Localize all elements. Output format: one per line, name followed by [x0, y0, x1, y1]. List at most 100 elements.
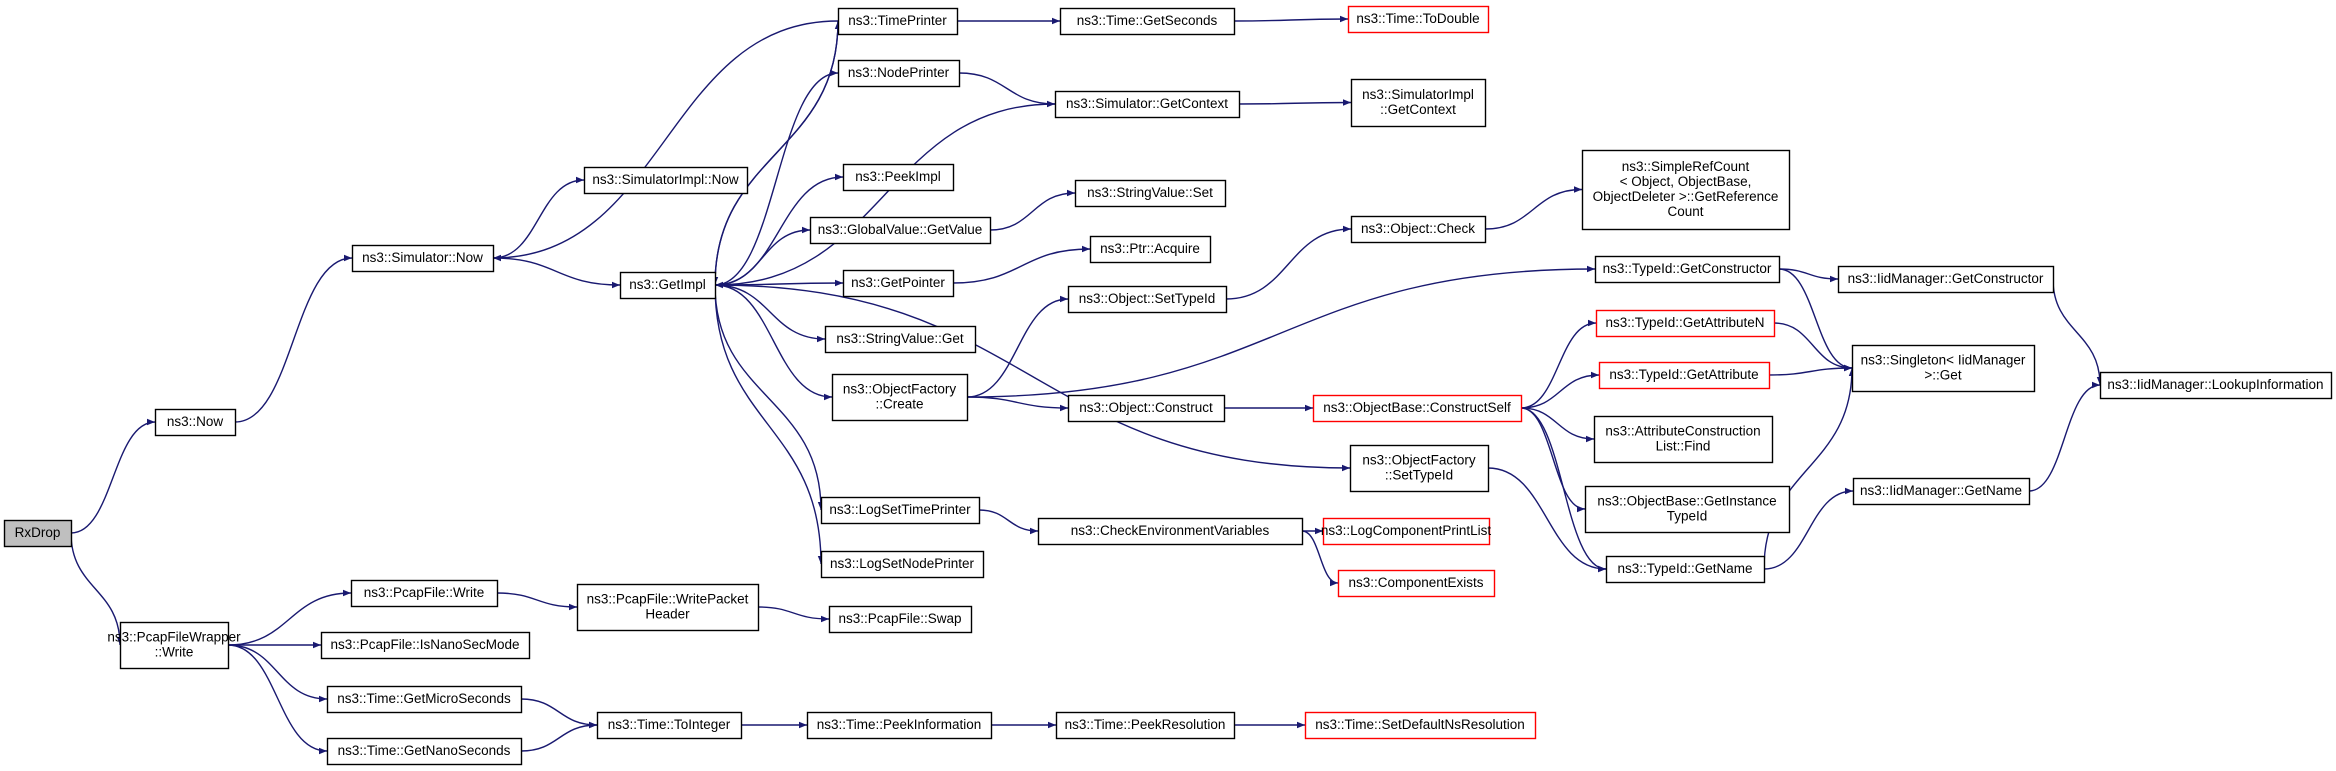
graph-node-simplerefcount[interactable]: ns3::SimpleRefCount< Object, ObjectBase,… — [1581, 149, 1791, 231]
graph-node-ptr-acquire[interactable]: ns3::Ptr::Acquire — [1089, 235, 1212, 264]
call-edge — [1233, 15, 1349, 23]
graph-node-pcap-swap[interactable]: ns3::PcapFile::Swap — [828, 605, 973, 634]
node-label: ObjectDeleter >::GetReference — [1593, 189, 1779, 204]
graph-node-singleton-get[interactable]: ns3::Singleton< IidManager>::Get — [1851, 344, 2036, 393]
graph-node-sim-now[interactable]: ns3::Simulator::Now — [351, 244, 495, 273]
graph-node-getpointer[interactable]: ns3::GetPointer — [842, 269, 955, 298]
node-box — [2099, 371, 2333, 400]
graph-node-simimpl-now[interactable]: ns3::SimulatorImpl::Now — [583, 166, 749, 195]
graph-node-sv-get[interactable]: ns3::StringValue::Get — [824, 325, 977, 354]
node-box — [842, 269, 955, 298]
graph-node-sim-getcontext[interactable]: ns3::Simulator::GetContext — [1054, 90, 1241, 119]
node-box — [806, 711, 993, 740]
graph-node-rxdrop[interactable]: RxDrop — [3, 519, 73, 548]
edge-layer — [70, 15, 2104, 755]
graph-node-time-tointeger[interactable]: ns3::Time::ToInteger — [596, 711, 743, 740]
graph-node-getimpl[interactable]: ns3::GetImpl — [619, 271, 717, 300]
graph-node-typeid-getattribute[interactable]: ns3::TypeId::GetAttribute — [1598, 361, 1771, 390]
node-box — [1067, 394, 1226, 423]
node-label: ns3::TypeId::GetAttributeN — [1605, 315, 1764, 330]
graph-node-typeid-getattributen[interactable]: ns3::TypeId::GetAttributeN — [1595, 309, 1776, 338]
graph-node-gv-getvalue[interactable]: ns3::GlobalValue::GetValue — [809, 216, 992, 245]
node-label: < Object, ObjectBase, — [1620, 174, 1752, 189]
call-edge — [1768, 364, 1853, 376]
graph-node-time-todouble[interactable]: ns3::Time::ToDouble — [1347, 5, 1490, 34]
graph-node-logsetnodeprinter[interactable]: ns3::LogSetNodePrinter — [820, 550, 985, 579]
graph-node-time-peekresolution[interactable]: ns3::Time::PeekResolution — [1055, 711, 1236, 740]
node-label: ns3::LogComponentPrintList — [1321, 523, 1492, 538]
node-label: ns3::Object::Construct — [1079, 400, 1213, 415]
node-box — [1067, 285, 1228, 314]
graph-node-obj-construct[interactable]: ns3::Object::Construct — [1067, 394, 1226, 423]
call-edge — [714, 284, 826, 343]
node-box — [1337, 569, 1496, 598]
graph-node-time-getnanoseconds[interactable]: ns3::Time::GetNanoSeconds — [326, 737, 523, 766]
graph-node-typeid-getconstructor[interactable]: ns3::TypeId::GetConstructor — [1594, 255, 1781, 284]
graph-node-compexists[interactable]: ns3::ComponentExists — [1337, 569, 1496, 598]
call-edge — [1520, 407, 1595, 443]
graph-node-iidmgr-getname[interactable]: ns3::IidManager::GetName — [1852, 477, 2031, 506]
graph-node-time-setdefaultnsres[interactable]: ns3::Time::SetDefaultNsResolution — [1304, 711, 1537, 740]
call-edge — [958, 72, 1056, 108]
graph-node-typeid-getname[interactable]: ns3::TypeId::GetName — [1605, 555, 1766, 584]
graph-node-time-getmicroseconds[interactable]: ns3::Time::GetMicroSeconds — [326, 685, 523, 714]
call-edge — [1520, 371, 1600, 409]
graph-node-obj-settypeid[interactable]: ns3::Object::SetTypeId — [1067, 285, 1228, 314]
graph-node-nodeprinter[interactable]: ns3::NodePrinter — [837, 59, 961, 88]
graph-node-of-create[interactable]: ns3::ObjectFactory::Create — [831, 373, 969, 422]
node-label: ::SetTypeId — [1385, 468, 1453, 483]
node-label: ns3::IidManager::GetName — [1860, 483, 2022, 498]
graph-node-logsettimeprinter[interactable]: ns3::LogSetTimePrinter — [820, 496, 981, 525]
call-edge — [1778, 268, 1839, 283]
node-label: ns3::ObjectBase::ConstructSelf — [1323, 400, 1511, 415]
node-label: ::Write — [155, 645, 194, 660]
graph-node-logcompprintlist[interactable]: ns3::LogComponentPrintList — [1321, 517, 1492, 546]
graph-node-sv-set[interactable]: ns3::StringValue::Set — [1074, 179, 1227, 208]
call-edge — [1778, 268, 1853, 372]
call-edge — [989, 189, 1076, 231]
node-box — [1581, 149, 1791, 231]
graph-node-peekimpl[interactable]: ns3::PeekImpl — [842, 163, 955, 192]
call-edge — [714, 284, 825, 565]
graph-node-pcap-write[interactable]: ns3::PcapFile::Write — [350, 579, 499, 608]
graph-node-timeprinter[interactable]: ns3::TimePrinter — [837, 7, 959, 36]
node-box — [1037, 517, 1304, 546]
node-box — [820, 550, 985, 579]
graph-node-checkenv[interactable]: ns3::CheckEnvironmentVariables — [1037, 517, 1304, 546]
node-box — [350, 579, 499, 608]
node-label: Header — [645, 607, 690, 622]
graph-node-iidmgr-lookupinfo[interactable]: ns3::IidManager::LookupInformation — [2099, 371, 2333, 400]
node-box — [831, 373, 969, 422]
graph-node-time-peekinformation[interactable]: ns3::Time::PeekInformation — [806, 711, 993, 740]
call-edge — [520, 698, 598, 729]
node-label: ns3::StringValue::Get — [836, 331, 964, 346]
call-edge — [234, 254, 353, 423]
graph-node-pcap-isnanosecmode[interactable]: ns3::PcapFile::IsNanoSecMode — [320, 631, 531, 660]
call-edge — [70, 418, 156, 534]
call-edge — [714, 284, 833, 401]
node-label: ns3::PcapFile::Swap — [838, 611, 961, 626]
graph-node-obj-check[interactable]: ns3::Object::Check — [1350, 215, 1487, 244]
graph-node-pcapwrapper-write[interactable]: ns3::PcapFileWrapper::Write — [107, 621, 241, 670]
graph-node-now[interactable]: ns3::Now — [154, 408, 237, 437]
call-edge — [2052, 278, 2104, 386]
call-edge — [1773, 322, 1853, 372]
call-edge — [492, 176, 585, 259]
graph-node-of-settypeid[interactable]: ns3::ObjectFactory::SetTypeId — [1349, 444, 1490, 493]
call-edge — [1301, 530, 1339, 587]
node-box — [1312, 394, 1523, 423]
node-label: ns3::TimePrinter — [848, 13, 947, 28]
node-box — [837, 59, 961, 88]
graph-node-simimpl-getcontext[interactable]: ns3::SimulatorImpl::GetContext — [1350, 78, 1487, 128]
node-box — [837, 7, 959, 36]
call-edge — [496, 592, 578, 611]
node-box — [326, 737, 523, 766]
call-edge — [966, 396, 1069, 412]
graph-node-objbase-constructself[interactable]: ns3::ObjectBase::ConstructSelf — [1312, 394, 1523, 423]
graph-node-time-getseconds[interactable]: ns3::Time::GetSeconds — [1059, 7, 1236, 36]
graph-node-iidmgr-getconstructor[interactable]: ns3::IidManager::GetConstructor — [1837, 265, 2055, 294]
node-label: ns3::PcapFile::Write — [364, 585, 485, 600]
